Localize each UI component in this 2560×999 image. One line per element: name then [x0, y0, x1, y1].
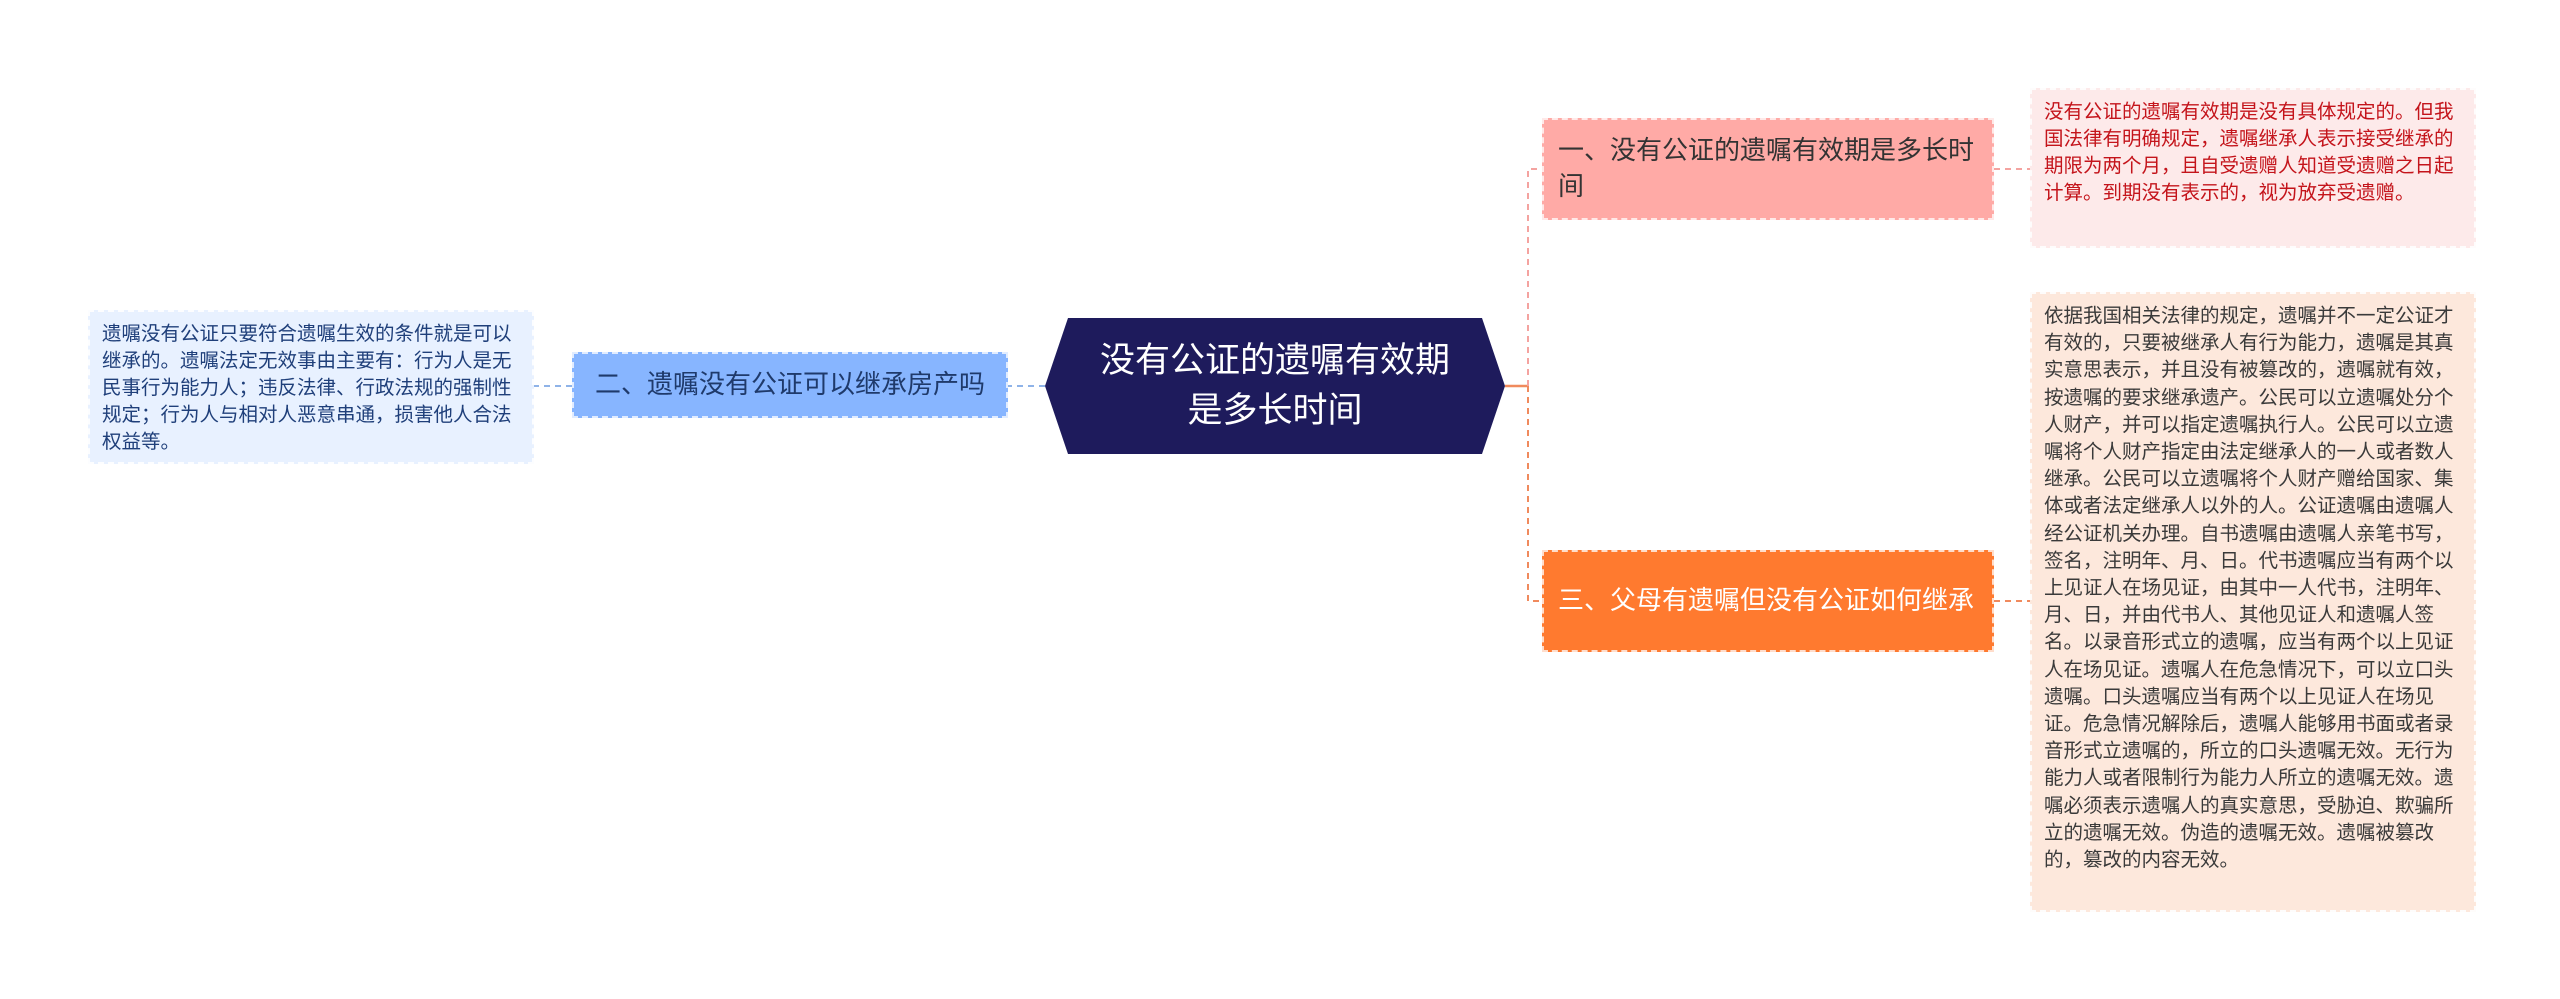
branch-node-3[interactable]: 三、父母有遗嘱但没有公证如何继承: [1542, 550, 1994, 652]
detail-node-2[interactable]: 遗嘱没有公证只要符合遗嘱生效的条件就是可以继承的。遗嘱法定无效事由主要有：行为人…: [88, 310, 534, 464]
branch-2-label: 二、遗嘱没有公证可以继承房产吗: [594, 370, 985, 400]
central-topic[interactable]: 没有公证的遗嘱有效期是多长时间: [1045, 318, 1505, 454]
detail-3-text: 依据我国相关法律的规定，遗嘱并不一定公证才有效的，只要被继承人有行为能力，遗嘱是…: [2044, 304, 2454, 872]
branch-node-2[interactable]: 二、遗嘱没有公证可以继承房产吗: [572, 352, 1008, 418]
branch-1-label: 一、没有公证的遗嘱有效期是多长时间: [1558, 136, 1975, 202]
branch-3-label: 三、父母有遗嘱但没有公证如何继承: [1558, 586, 1975, 616]
connector-to-branch-1: [1527, 168, 1542, 386]
detail-node-1[interactable]: 没有公证的遗嘱有效期是没有具体规定的。但我国法律有明确规定，遗嘱继承人表示接受继…: [2030, 88, 2476, 248]
branch-node-1[interactable]: 一、没有公证的遗嘱有效期是多长时间: [1542, 118, 1994, 220]
connector-to-branch-3: [1527, 386, 1542, 602]
detail-2-text: 遗嘱没有公证只要符合遗嘱生效的条件就是可以继承的。遗嘱法定无效事由主要有：行为人…: [102, 322, 512, 453]
detail-1-text: 没有公证的遗嘱有效期是没有具体规定的。但我国法律有明确规定，遗嘱继承人表示接受继…: [2044, 100, 2454, 204]
detail-node-3[interactable]: 依据我国相关法律的规定，遗嘱并不一定公证才有效的，只要被继承人有行为能力，遗嘱是…: [2030, 292, 2476, 912]
central-topic-label: 没有公证的遗嘱有效期是多长时间: [1099, 341, 1450, 431]
